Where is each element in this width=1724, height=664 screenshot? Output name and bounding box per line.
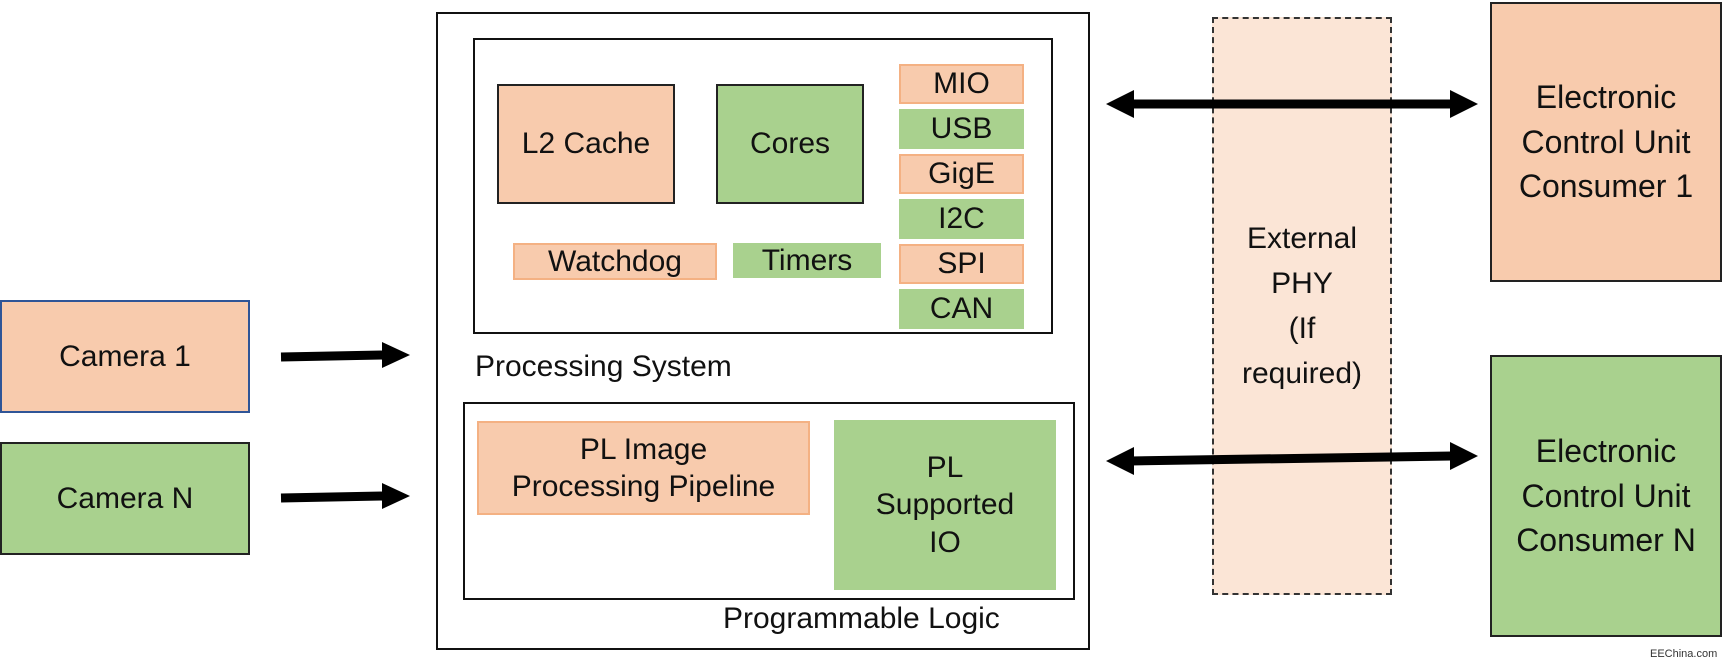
watermark: EEChina.com [1650,648,1718,660]
arrow-bidirectional-consumer-1 [1106,90,1478,118]
external-phy-label: External PHY (If required) [1241,222,1363,390]
io-can-label: CAN [929,292,994,326]
soc-frame [436,12,1090,650]
l2-cache-label: L2 Cache [521,127,651,161]
arrow-camera-n [280,483,410,509]
io-gige-label: GigE [928,157,995,191]
processing-system-label: Processing System [475,350,732,383]
processing-system-frame [473,38,1053,334]
io-can: CAN [899,289,1024,329]
cores-block: Cores [716,84,864,204]
pl-supported-io-block: PL Supported IO [834,420,1056,590]
consumer-n-box: Electronic Control Unit Consumer N [1490,355,1722,637]
pl-pipeline-label: PL Image Processing Pipeline [511,432,776,504]
watchdog-block: Watchdog [513,243,717,280]
timers-label: Timers [761,243,853,277]
pl-supported-io-label: PL Supported IO [875,450,1015,559]
pl-pipeline-block: PL Image Processing Pipeline [477,421,810,515]
external-phy-block: External PHY (If required) [1212,17,1392,595]
camera-n-box: Camera N [0,442,250,555]
camera-1-box: Camera 1 [0,300,250,413]
consumer-n-label: Electronic Control Unit Consumer N [1516,432,1696,559]
programmable-logic-frame [463,402,1075,600]
arrow-camera-1 [280,342,410,368]
camera-n-label: Camera N [56,481,194,515]
io-spi-label: SPI [937,247,986,281]
watchdog-label: Watchdog [548,244,682,278]
cores-label: Cores [749,127,831,161]
io-spi: SPI [899,244,1024,284]
programmable-logic-label: Programmable Logic [723,602,1000,635]
io-gige: GigE [899,154,1024,194]
l2-cache-block: L2 Cache [497,84,675,204]
camera-1-label: Camera 1 [59,339,191,373]
io-mio-label: MIO [933,67,990,101]
consumer-1-label: Electronic Control Unit Consumer 1 [1518,78,1694,205]
io-i2c-label: I2C [938,202,985,236]
io-usb: USB [899,109,1024,149]
timers-block: Timers [733,243,881,278]
arrow-bidirectional-consumer-n [1106,442,1478,475]
io-usb-label: USB [930,112,993,146]
io-mio: MIO [899,64,1024,104]
consumer-1-box: Electronic Control Unit Consumer 1 [1490,2,1722,282]
io-i2c: I2C [899,199,1024,239]
